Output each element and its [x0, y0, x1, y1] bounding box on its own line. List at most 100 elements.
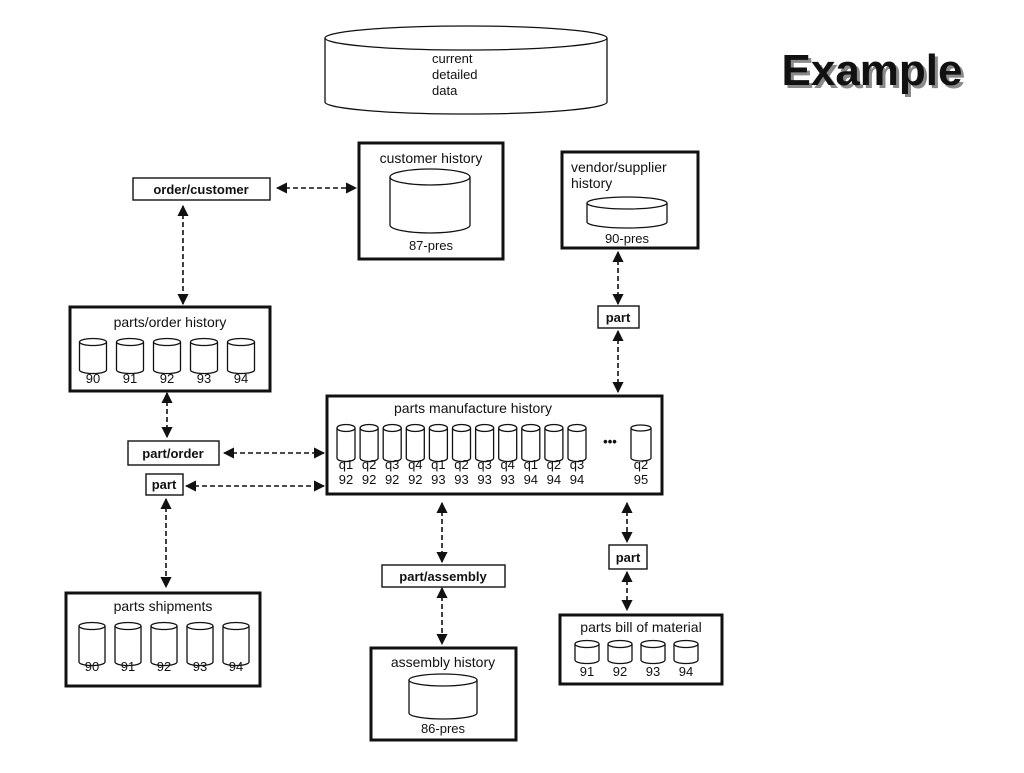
quarter-year-label: 94	[570, 472, 584, 487]
quarter-store-cylinder	[382, 423, 402, 463]
quarter-year-label: 92	[385, 472, 399, 487]
parts-order-year-label: 91	[123, 371, 137, 386]
parts-shipments-year-label: 91	[121, 659, 135, 674]
quarter-label: q2	[454, 457, 468, 472]
quarter-year-label: 94	[524, 472, 538, 487]
edges	[160, 182, 633, 646]
parts-manufacture-history-cylinders: q192q292q392q492q193q293q393q493q194q294…	[336, 423, 587, 487]
parts-shipments-box: parts shipments 90 91 92 93 94	[64, 591, 262, 688]
parts-order-year-cylinder	[189, 337, 219, 375]
parts-shipments-title: parts shipments	[114, 598, 213, 614]
quarter-label: q2	[362, 457, 376, 472]
parts-order-history-cylinders: 90 91 92 93 94	[78, 337, 256, 386]
parts-order-year-cylinder	[78, 337, 108, 375]
manufacture-last-year: 95	[634, 472, 648, 487]
source-line-3: data	[432, 83, 458, 98]
quarter-label: q1	[524, 457, 538, 472]
vendor-history-title-line-2: history	[571, 175, 612, 191]
quarter-store-cylinder	[451, 423, 472, 463]
quarter-store-cylinder	[405, 423, 425, 463]
bom-year-cylinder	[640, 639, 666, 665]
bom-year-cylinder	[574, 639, 600, 665]
parts-shipments-year-label: 90	[85, 659, 99, 674]
parts-shipments-year-cylinder	[114, 621, 142, 667]
source-line-1: current	[432, 51, 473, 66]
parts-order-year-cylinder	[226, 337, 256, 375]
parts-order-year-label: 94	[234, 371, 248, 386]
customer-history-box: customer history 87-pres	[357, 141, 505, 261]
quarter-store-cylinder	[336, 423, 356, 463]
assembly-history-box: assembly history 86-pres	[369, 646, 518, 742]
assembly-history-range: 86-pres	[421, 721, 466, 736]
parts-order-year-label: 92	[160, 371, 174, 386]
quarter-label: q4	[500, 457, 514, 472]
quarter-year-label: 92	[408, 472, 422, 487]
parts-order-year-cylinder	[152, 337, 182, 375]
quarter-year-label: 93	[477, 472, 491, 487]
parts-shipments-year-cylinder	[150, 621, 178, 667]
parts-shipments-year-label: 94	[229, 659, 243, 674]
parts-manufacture-history-box: parts manufacture history q192q292q392q4…	[325, 394, 664, 496]
current-detailed-data-cylinder: current detailed data	[324, 25, 608, 115]
quarter-year-label: 93	[431, 472, 445, 487]
vendor-history-range: 90-pres	[605, 231, 650, 246]
parts-shipments-cylinders: 90 91 92 93 94	[78, 621, 250, 674]
manufacture-ellipsis: •••	[603, 434, 617, 449]
bom-year-label: 92	[613, 664, 627, 679]
manufacture-last-quarter: q2	[634, 457, 648, 472]
quarter-year-label: 93	[500, 472, 514, 487]
part-left-label: part	[152, 477, 177, 492]
connector-part-left: part	[145, 473, 184, 496]
quarter-label: q4	[408, 457, 422, 472]
quarter-store-cylinder	[521, 423, 541, 463]
part-bom-label: part	[616, 550, 641, 565]
quarter-store-cylinder	[567, 423, 587, 463]
quarter-store-cylinder	[359, 423, 379, 463]
quarter-label: q3	[477, 457, 491, 472]
bom-year-label: 91	[580, 664, 594, 679]
quarter-label: q2	[547, 457, 561, 472]
parts-bill-of-material-title: parts bill of material	[580, 619, 701, 635]
quarter-store-cylinder	[498, 423, 518, 463]
vendor-history-title-line-1: vendor/supplier	[571, 159, 667, 175]
part-vendor-label: part	[606, 310, 631, 325]
quarter-year-label: 92	[362, 472, 376, 487]
parts-order-year-label: 93	[197, 371, 211, 386]
parts-shipments-year-label: 92	[157, 659, 171, 674]
quarter-label: q1	[431, 457, 445, 472]
parts-shipments-year-label: 93	[193, 659, 207, 674]
slide-title: Example	[782, 46, 963, 95]
customer-history-range: 87-pres	[409, 238, 454, 253]
parts-order-year-label: 90	[86, 371, 100, 386]
bom-year-label: 94	[679, 664, 693, 679]
quarter-store-cylinder	[428, 423, 449, 463]
quarter-store-cylinder	[474, 423, 495, 463]
part-assembly-label: part/assembly	[399, 569, 487, 584]
quarter-label: q1	[339, 457, 353, 472]
connector-part-order: part/order	[127, 440, 220, 466]
quarter-year-label: 94	[547, 472, 561, 487]
order-customer-label: order/customer	[153, 182, 248, 197]
quarter-store-cylinder	[544, 423, 564, 463]
quarter-year-label: 92	[339, 472, 353, 487]
customer-history-title: customer history	[380, 150, 483, 166]
part-order-label: part/order	[142, 446, 203, 461]
quarter-label: q3	[385, 457, 399, 472]
bom-year-cylinder	[673, 639, 699, 665]
parts-order-history-box: parts/order history 90 91 92 93 94	[68, 305, 272, 393]
quarter-label: q3	[570, 457, 584, 472]
connector-part-vendor: part	[597, 305, 640, 329]
assembly-history-title: assembly history	[391, 654, 495, 670]
parts-order-year-cylinder	[115, 337, 145, 375]
connector-part-bom: part	[608, 544, 648, 570]
bom-year-cylinder	[607, 639, 633, 665]
source-line-2: detailed	[432, 67, 478, 82]
quarter-year-label: 93	[454, 472, 468, 487]
parts-shipments-year-cylinder	[78, 621, 106, 667]
parts-order-history-title: parts/order history	[114, 314, 227, 330]
parts-manufacture-history-title: parts manufacture history	[394, 400, 552, 416]
